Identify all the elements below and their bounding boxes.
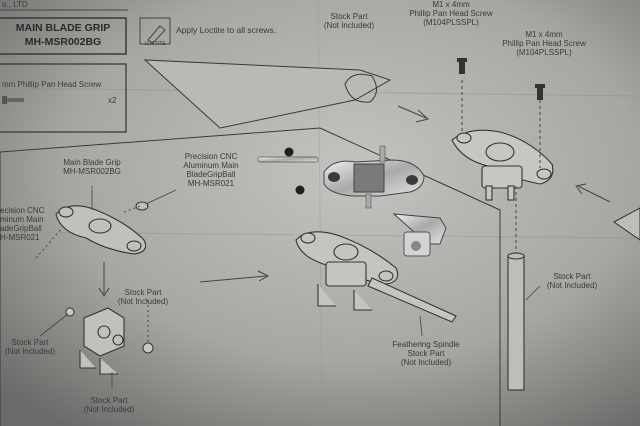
callout-line: (Not Included) (323, 21, 375, 30)
washer-drawing (142, 342, 154, 354)
spindle-block-drawing (79, 307, 125, 375)
callout-line: M1 x 4mm (525, 30, 563, 39)
callout-line: Stock Part (553, 272, 591, 281)
callout-line: Phillip Pan Head Screw (502, 39, 586, 48)
callout-line: Stock Part (124, 288, 162, 297)
black-ball-1 (284, 147, 294, 157)
rotor-head-drawing-top (451, 129, 554, 201)
callout-line: (Not Included) (546, 281, 598, 290)
edge-part-drawing (613, 207, 640, 241)
loctite-note: Apply Loctite to all screws. (176, 25, 277, 35)
metal-bar-part (257, 156, 319, 163)
parts-box-qty: x2 (108, 96, 117, 105)
rotor-head-drawing-mid (295, 231, 457, 323)
title-box (0, 17, 127, 55)
callout-main-grip: Main Blade Grip MH-MSR002BG (44, 158, 140, 176)
callout-screw-b: M1 x 4mm Phillip Pan Head Screw (M104PLS… (484, 30, 604, 57)
callout-stock-left: Stock Part (Not Included) (0, 338, 60, 356)
callout-line: Aluminum Main (183, 161, 239, 170)
callout-line: MH-MSR002BG (63, 167, 121, 176)
arrow-right-mid (199, 270, 270, 283)
screw-guide-lines (461, 80, 541, 256)
screw-icon-partsbox (2, 96, 24, 104)
loctite-icon (139, 17, 171, 45)
main-grip-drawing (55, 201, 149, 255)
loctite-label: LOCTITE (144, 41, 166, 47)
callout-line: (M104PLSSPL) (423, 18, 479, 27)
callout-line: BladeGripBall (186, 170, 236, 179)
parts-box (0, 63, 127, 133)
callout-line: Feathering Spindle (392, 340, 460, 349)
callout-line: adeGripBall (0, 224, 42, 233)
leader-lines (39, 186, 541, 388)
parts-box-label: mm Phillip Pan Head Screw (2, 80, 102, 89)
screw-top-b (535, 84, 545, 100)
callout-line: Precision CNC (184, 152, 238, 161)
callout-line: M1 x 4mm (432, 0, 470, 9)
callout-line: Phillip Pan Head Screw (409, 9, 493, 18)
screw-top-a (457, 58, 467, 74)
arrow-left-right-edge (575, 183, 611, 203)
part-number: MH-MSR002BG (24, 36, 102, 48)
callout-line: Stock Part (90, 396, 128, 405)
callout-line: (Not Included) (400, 358, 452, 367)
metal-spindle-block-part (392, 213, 447, 257)
callout-stock-top: Stock Part (Not Included) (314, 12, 384, 30)
arrow-right-1 (397, 105, 430, 123)
main-shaft-drawing (507, 252, 525, 391)
callout-line: Stock Part (330, 12, 368, 21)
callout-line: (Not Included) (4, 347, 56, 356)
callout-line: (Not Included) (83, 405, 135, 414)
callout-screw-a: M1 x 4mm Phillip Pan Head Screw (M104PLS… (396, 0, 506, 27)
callout-left-ball: ecision CNC minum Main adeGripBall H-MSR… (0, 206, 44, 242)
black-ball-2 (295, 185, 305, 195)
callout-line: Stock Part (11, 338, 49, 347)
callout-stock-right: Stock Part (Not Included) (536, 272, 608, 290)
callout-line: Main Blade Grip (63, 158, 121, 167)
callout-line: (M104PLSSPL) (516, 48, 572, 57)
callout-precision-ball: Precision CNC Aluminum Main BladeGripBal… (170, 152, 252, 188)
callout-stock-bottom: Stock Part (Not Included) (74, 396, 144, 414)
arrow-down-left (98, 262, 110, 297)
callout-line: H-MSR021 (0, 233, 40, 242)
metal-rotor-hub-part (323, 145, 425, 209)
header-fragment: o., LTD (2, 0, 28, 9)
swash-plate-outline (143, 59, 392, 129)
page-title: MAIN BLADE GRIP (15, 22, 111, 34)
callout-line: MH-MSR021 (187, 179, 235, 188)
callout-feathering: Feathering Spindle Stock Part (Not Inclu… (384, 340, 468, 367)
callout-line: minum Main (0, 215, 44, 224)
callout-line: ecision CNC (0, 206, 45, 215)
callout-stock-mid: Stock Part (Not Included) (108, 288, 178, 306)
callout-line: Stock Part (407, 349, 445, 358)
callout-line: (Not Included) (117, 297, 169, 306)
